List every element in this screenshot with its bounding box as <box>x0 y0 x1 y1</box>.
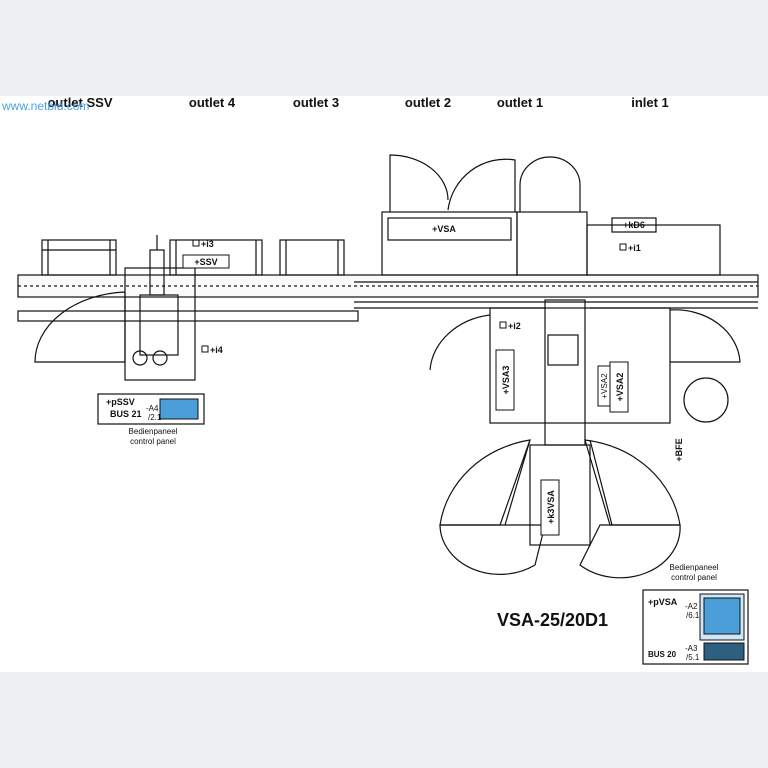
sensor-i3-box <box>192 239 200 247</box>
vsa3-tag-box <box>495 349 515 411</box>
tag-k3vsa: +k3VSA <box>546 490 556 524</box>
panel-left-bus: BUS 21 <box>110 409 142 419</box>
header-outlet-3: outlet 3 <box>293 95 339 110</box>
tag-vsa3: +VSA3 <box>501 366 511 395</box>
k3vsa-tag-box <box>540 479 560 536</box>
control-panel-left: +pSSV BUS 21 -A4 /2.1 Bedienpaneel contr… <box>97 393 205 446</box>
header-inlet-1: inlet 1 <box>631 95 669 110</box>
tag-bfe: +BFE <box>674 438 684 461</box>
panel-right-a2-sub: /6.1 <box>686 611 700 620</box>
panel-left-id: +pSSV <box>106 397 135 407</box>
sensor-i4-box <box>201 345 209 353</box>
tag-i4: +i4 <box>210 345 223 355</box>
panel-right-screen <box>703 597 741 635</box>
tag-vsa: +VSA <box>432 224 456 234</box>
vsa-lower-enclosure <box>429 299 741 446</box>
watermark-text: www.netbid.com <box>2 99 90 113</box>
panel-left-caption-en: control panel <box>130 437 176 446</box>
tag-kd6: +kD6 <box>623 220 645 230</box>
panel-left-screen <box>159 398 199 420</box>
panel-right-a3-sub: /5.1 <box>686 653 700 662</box>
control-panel-right: Bedienpaneel control panel +pVSA -A2 /6.… <box>642 563 749 665</box>
tag-ssv: +SSV <box>194 257 217 267</box>
tag-i2: +i2 <box>508 321 521 331</box>
main-conveyor <box>17 274 759 322</box>
model-designation: VSA-25/20D1 <box>497 610 608 630</box>
panel-left-a4-sub: /2.1 <box>148 413 162 422</box>
sensor-i2-box <box>499 321 507 329</box>
tag-i3: +i3 <box>201 239 214 249</box>
panel-right-a3: -A3 <box>685 644 698 653</box>
vsa2-tag-box <box>609 361 629 413</box>
panel-right-bus: BUS 20 <box>648 650 677 659</box>
panel-right-caption-de: Bedienpaneel <box>670 563 719 572</box>
guard-arc-left <box>34 291 126 363</box>
ssv-tag-box <box>182 254 230 269</box>
top-margin-band <box>0 0 768 96</box>
tag-vsa2: +VSA2 <box>615 373 625 402</box>
outlet-3-frame <box>279 239 345 276</box>
panel-right-caption-en: control panel <box>671 573 717 582</box>
tag-i1: +i1 <box>628 243 641 253</box>
panel-left-caption-de: Bedienpaneel <box>129 427 178 436</box>
panel-right-a2: -A2 <box>685 602 698 611</box>
sensor-i1-box <box>619 243 627 251</box>
outlet-4-frame <box>169 239 263 276</box>
vsa-upper-enclosure <box>381 154 721 276</box>
header-outlet-ssv: outlet SSV <box>47 95 112 110</box>
ssv-station <box>124 235 196 381</box>
panel-right-keypad <box>703 642 745 661</box>
panel-right-id: +pVSA <box>648 597 678 607</box>
tag-vsa2-small: +VSA2 <box>600 373 609 399</box>
header-outlet-2: outlet 2 <box>405 95 451 110</box>
panel-left-a4: -A4 <box>146 404 159 413</box>
rotary-outlet-guard <box>439 439 681 579</box>
header-outlet-1: outlet 1 <box>497 95 543 110</box>
header-outlet-4: outlet 4 <box>189 95 236 110</box>
bottom-margin-band <box>0 672 768 768</box>
outlet-ssv-frame <box>41 239 117 276</box>
